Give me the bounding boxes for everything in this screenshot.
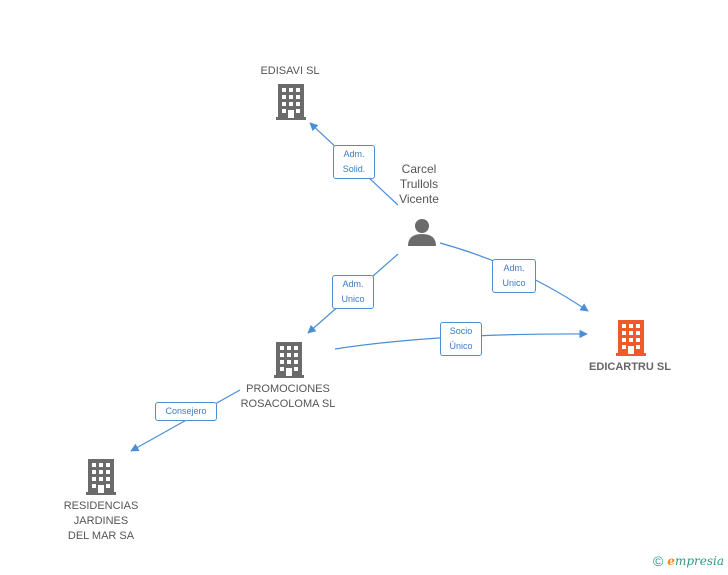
- node-label-edisavi[interactable]: EDISAVI SL: [260, 65, 320, 77]
- node-label-promociones[interactable]: PROMOCIONES ROSACOLOMA SL: [240, 383, 336, 410]
- empresia-logo[interactable]: © empresia: [653, 553, 724, 569]
- building-icon-focus[interactable]: [616, 320, 646, 356]
- edge-label-adm-unico-promociones: Adm. Unico: [332, 275, 374, 309]
- copyright-symbol: ©: [652, 553, 664, 569]
- node-label-residencias[interactable]: RESIDENCIAS JARDINES DEL MAR SA: [63, 500, 139, 542]
- brand-name: empresia: [667, 554, 724, 568]
- person-icon[interactable]: [407, 218, 437, 246]
- building-icon[interactable]: [86, 459, 116, 495]
- edge-label-adm-solid: Adm. Solid.: [333, 145, 375, 179]
- node-label-edicartru[interactable]: EDICARTRU SL: [589, 361, 671, 373]
- building-icon[interactable]: [274, 342, 304, 378]
- node-label-person[interactable]: Carcel Trullols Vicente: [399, 162, 439, 206]
- building-icon[interactable]: [276, 84, 306, 120]
- edge-label-socio-unico: Socio Único: [440, 322, 482, 356]
- edge-label-adm-unico-edicartru: Adm. Unico: [492, 259, 536, 293]
- edge-label-consejero: Consejero: [155, 402, 217, 421]
